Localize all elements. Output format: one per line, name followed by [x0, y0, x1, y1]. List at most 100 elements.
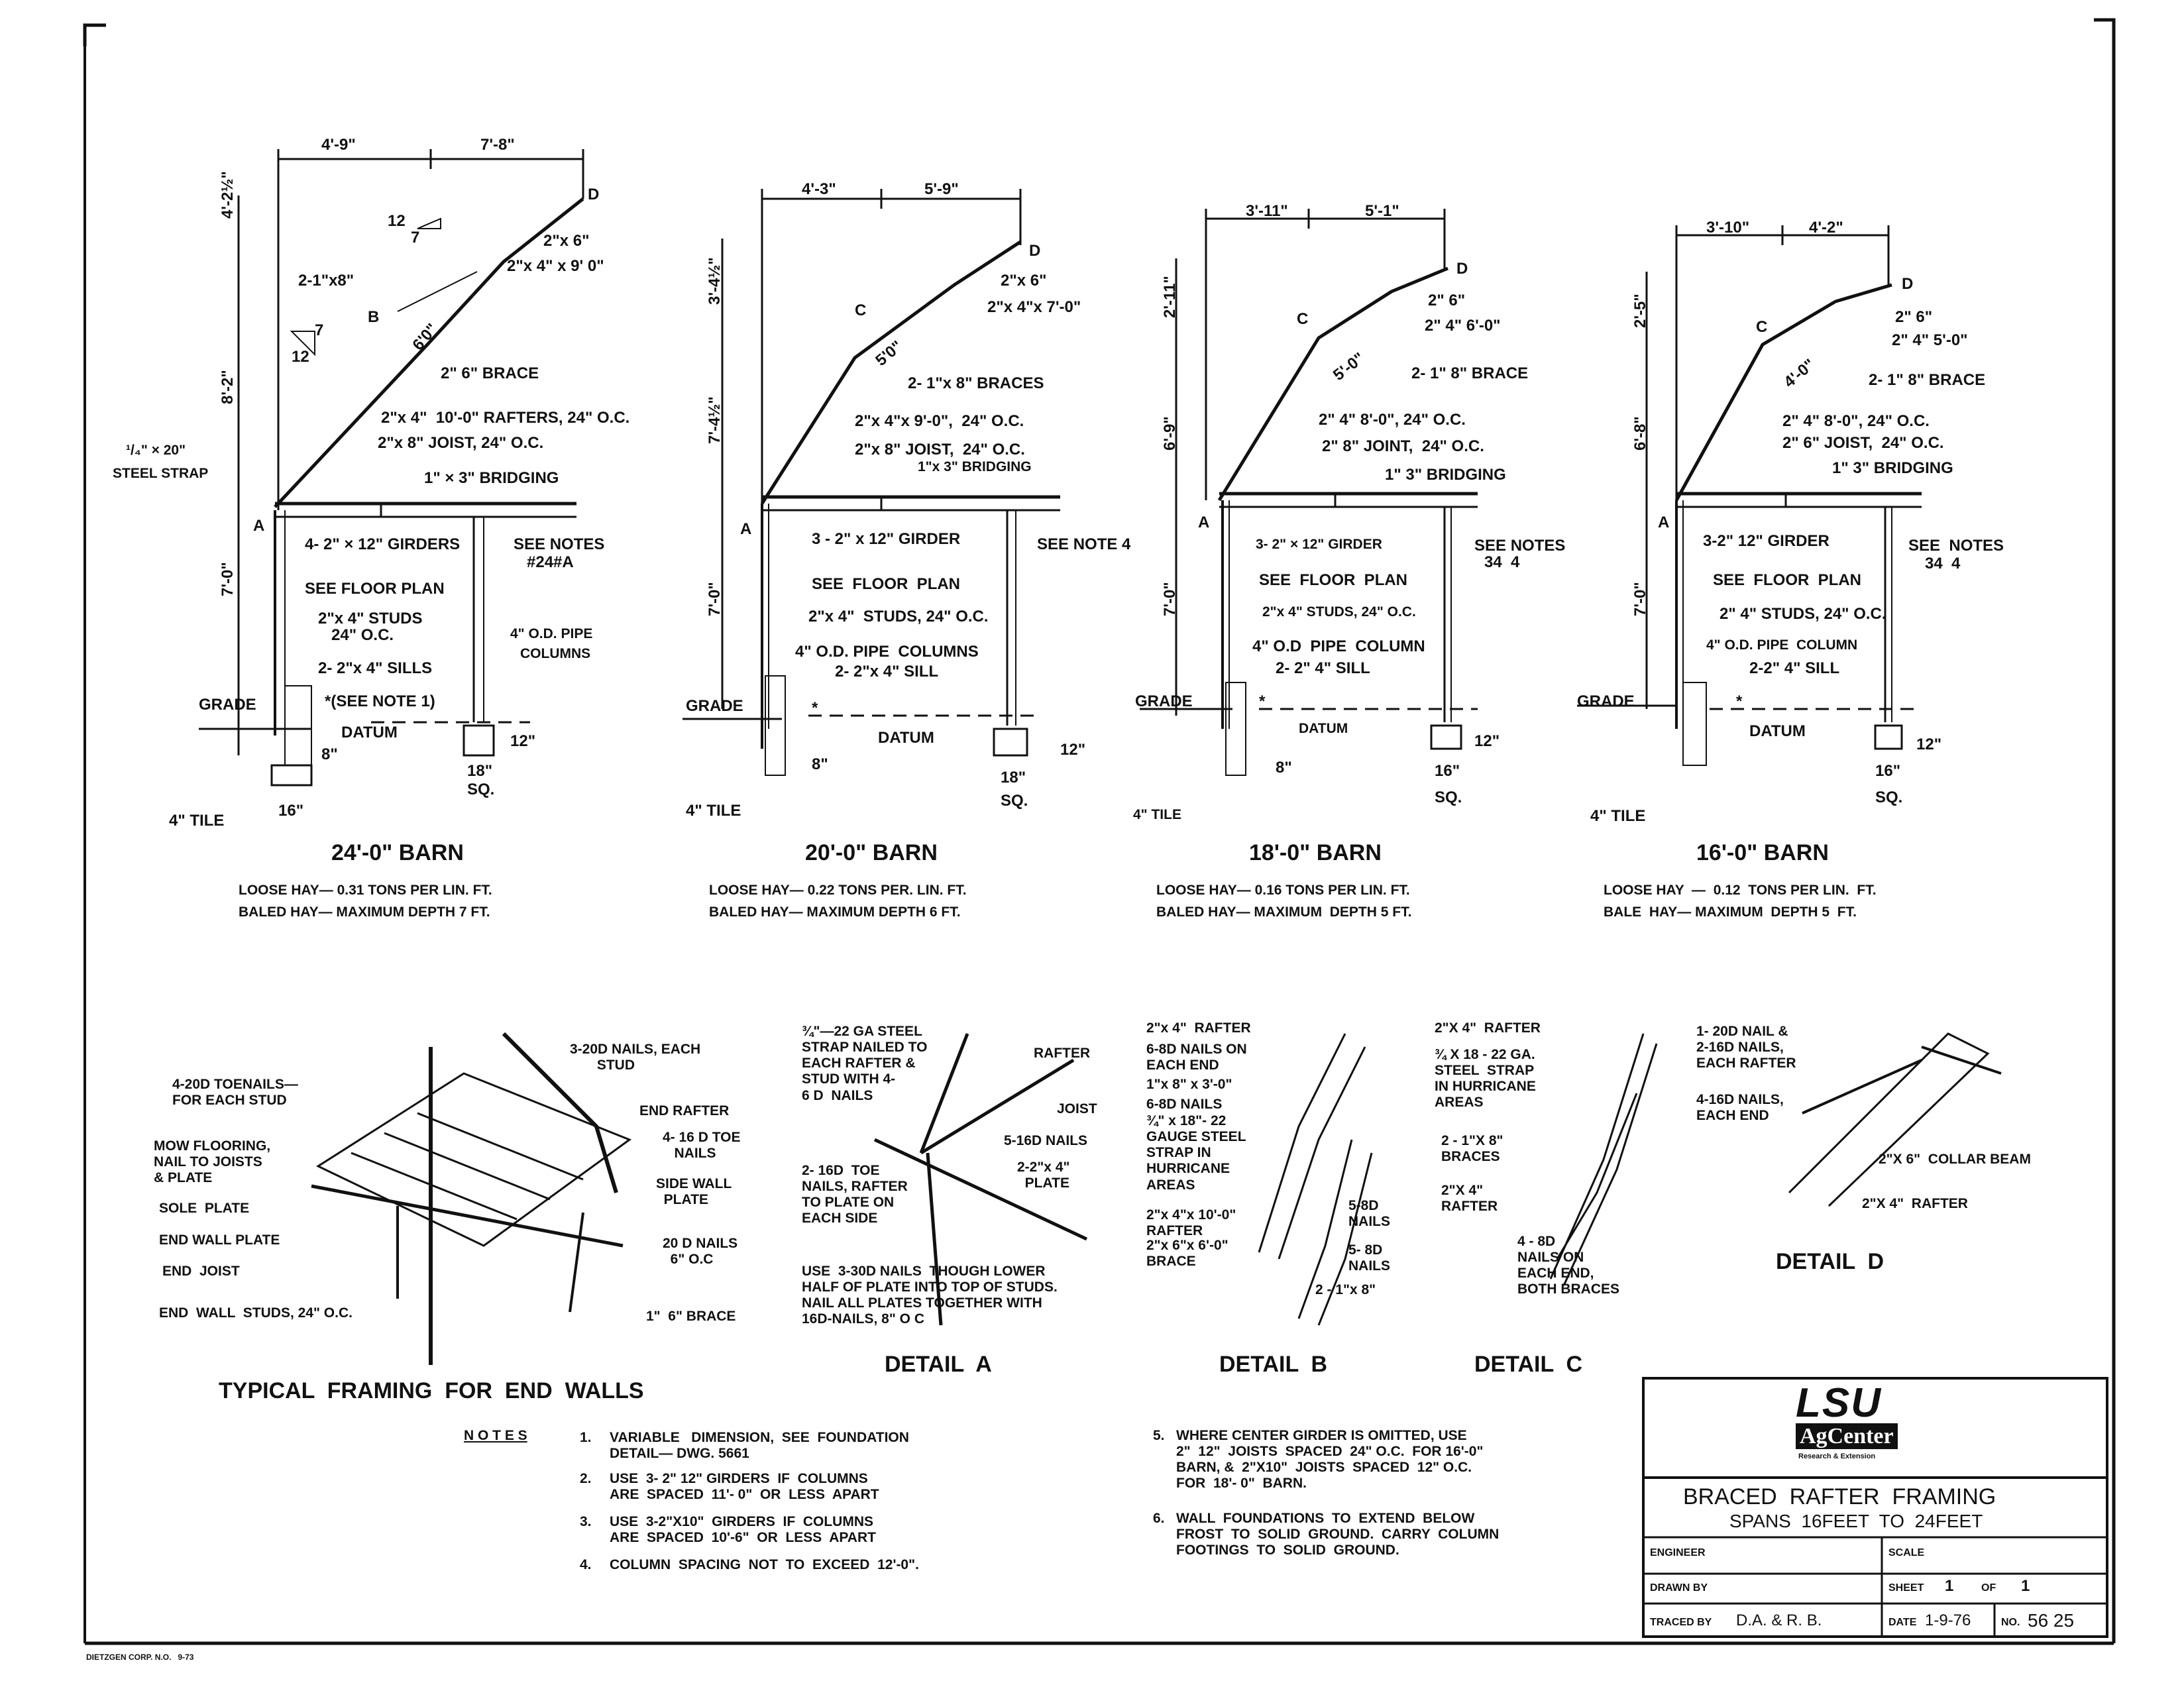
barn-16-loose-hay: LOOSE HAY — 0.12 TONS PER LIN. FT. — [1604, 883, 1877, 898]
sheet-number: 1 — [1945, 1577, 1954, 1595]
label: 2"x 4"x 9'-0", 24" O.C. — [855, 412, 1024, 430]
label: SQ. — [1001, 792, 1028, 810]
label: 2"X 4" RAFTER — [1441, 1183, 1498, 1215]
notes-heading: N O T E S — [464, 1428, 527, 1443]
label: STEEL STRAP — [113, 466, 209, 481]
label: 16" — [1435, 762, 1460, 780]
note-text: WALL FOUNDATIONS TO EXTEND BELOW FROST T… — [1176, 1511, 1500, 1558]
label: SEE FLOOR PLAN — [305, 580, 445, 598]
label: ¾ X 18 - 22 GA. STEEL STRAP IN HURRICANE… — [1435, 1047, 1536, 1111]
barn-16-title: 16'-0" BARN — [1696, 840, 1829, 865]
label: 2" 4" 5'-0" — [1892, 331, 1968, 349]
label: 3- 2" × 12" GIRDER — [1256, 537, 1382, 552]
label: DATUM — [1749, 722, 1806, 740]
barn-20-section — [682, 189, 1060, 776]
label: SEE NOTE 4 — [1037, 535, 1131, 553]
sheet-total: 1 — [2021, 1577, 2030, 1595]
label: 8" — [812, 755, 828, 773]
label: 4" O.D. PIPE COLUMNS — [795, 643, 979, 661]
barn-18-baled-hay: BALED HAY— MAXIMUM DEPTH 5 FT. — [1156, 904, 1412, 920]
label: 2"x 6" — [543, 232, 590, 250]
label: 2- 2" 4" SILL — [1276, 659, 1370, 677]
callout-d: D — [1029, 242, 1041, 260]
logo-tag: Research & Extension — [1798, 1452, 1876, 1460]
label: 18" — [467, 762, 493, 780]
engineer-label: ENGINEER — [1650, 1547, 1706, 1558]
label: #24#A — [527, 553, 574, 571]
label: 4" TILE — [169, 812, 225, 830]
label: 2"x 8" JOIST, 24" O.C. — [855, 441, 1025, 459]
label: GRADE — [686, 697, 743, 715]
label: END RAFTER — [639, 1103, 730, 1118]
label: 2"X 6" COLLAR BEAM — [1879, 1152, 2031, 1167]
drawn-by-label: DRAWN BY — [1650, 1582, 1708, 1594]
label: 12" — [1060, 741, 1086, 759]
printer-footer: DIETZGEN CORP. N.O. 9-73 — [86, 1653, 194, 1662]
label: 1- 20D NAIL & 2-16D NAILS, EACH RAFTER — [1696, 1024, 1796, 1071]
label: 2"x 6" — [1001, 272, 1047, 290]
drawing-subtitle: SPANS 16FEET TO 24FEET — [1729, 1511, 1983, 1531]
label: SIDE WALL PLATE — [656, 1176, 732, 1208]
date-label: DATE — [1888, 1617, 1917, 1628]
label: 2" 6" BRACE — [441, 364, 539, 382]
note-text: WHERE CENTER GIRDER IS OMITTED, USE 2" 1… — [1176, 1428, 1484, 1492]
callout-b: B — [368, 308, 380, 326]
note-number: 3. — [580, 1514, 592, 1529]
label: 6-8D NAILS ON EACH END — [1146, 1042, 1247, 1073]
label: ¾" x 18"- 22 GAUGE STEEL STRAP IN HURRIC… — [1146, 1113, 1246, 1193]
barn-16-section — [1577, 225, 1922, 766]
label: 16" — [1875, 762, 1901, 780]
label: 1" 6" BRACE — [646, 1309, 736, 1324]
label: 2"x 4" STUDS — [318, 610, 423, 627]
callout-a: A — [1658, 514, 1670, 531]
no-label: NO. — [2001, 1617, 2020, 1628]
note-number: 6. — [1153, 1511, 1165, 1526]
barn-20-loose-hay: LOOSE HAY— 0.22 TONS PER. LIN. FT. — [709, 883, 967, 898]
label: SEE FLOOR PLAN — [812, 575, 961, 593]
label: SEE FLOOR PLAN — [1259, 571, 1408, 589]
label: SEE NOTES — [1474, 537, 1566, 555]
label: 1"x 8" x 3'-0" — [1146, 1077, 1232, 1092]
note-text: VARIABLE DIMENSION, SEE FOUNDATION DETAI… — [610, 1430, 909, 1462]
label: 4" O.D. PIPE — [510, 626, 593, 641]
dim-label: 3'-4½" — [706, 257, 724, 305]
dim-label: 7'-0" — [1161, 582, 1179, 616]
label: 4-16D NAILS, EACH END — [1696, 1092, 1784, 1124]
label: 24" O.C. — [331, 626, 394, 644]
label: SQ. — [1875, 789, 1903, 806]
label: RAFTER — [1034, 1046, 1091, 1061]
label: * — [1736, 692, 1743, 710]
label: 2" 4" STUDS, 24" O.C. — [1720, 605, 1886, 623]
barn-18-title: 18'-0" BARN — [1249, 840, 1382, 865]
label: END JOIST — [162, 1264, 240, 1279]
label: 2-2" 4" SILL — [1749, 659, 1840, 677]
dim-label: 4'-2½" — [219, 171, 237, 219]
label: 1"x 3" BRIDGING — [918, 459, 1032, 474]
label: 2"x 4" x 9' 0" — [507, 257, 604, 275]
barn-20-title: 20'-0" BARN — [805, 840, 938, 865]
detail-a-title: DETAIL A — [885, 1352, 992, 1377]
label: 2"x 4" RAFTER — [1146, 1020, 1251, 1036]
label: 2"x 8" JOIST, 24" O.C. — [378, 434, 544, 452]
label: 4- 16 D TOE NAILS — [663, 1130, 741, 1162]
label: 1" 3" BRIDGING — [1832, 459, 1953, 477]
label: ¹/₄" × 20" — [126, 443, 186, 458]
label: 2-2"x 4" PLATE — [1017, 1160, 1070, 1191]
label: SOLE PLATE — [159, 1201, 250, 1216]
label: COLUMNS — [520, 646, 591, 661]
label: SEE FLOOR PLAN — [1713, 571, 1862, 589]
dim-label: 4'-3" — [802, 180, 836, 198]
dim-label: 3'-11" — [1246, 202, 1288, 220]
label: 4" O.D. PIPE COLUMN — [1706, 637, 1858, 653]
detail-a-sketch — [873, 1033, 1088, 1326]
note-text: COLUMN SPACING NOT TO EXCEED 12'-0". — [610, 1557, 919, 1572]
label: 2 - 1"x 8" — [1315, 1282, 1376, 1297]
label: 2" 6" — [1428, 292, 1466, 309]
barn-16-baled-hay: BALE HAY— MAXIMUM DEPTH 5 FT. — [1604, 904, 1857, 920]
label: SQ. — [1435, 789, 1462, 806]
slope-label: 7 — [315, 321, 324, 339]
end-walls-title: TYPICAL FRAMING FOR END WALLS — [219, 1378, 644, 1403]
barn-20-baled-hay: BALED HAY— MAXIMUM DEPTH 6 FT. — [709, 904, 961, 920]
dim-label: 3'-10" — [1706, 219, 1750, 237]
logo-main: LSU — [1796, 1380, 1882, 1426]
